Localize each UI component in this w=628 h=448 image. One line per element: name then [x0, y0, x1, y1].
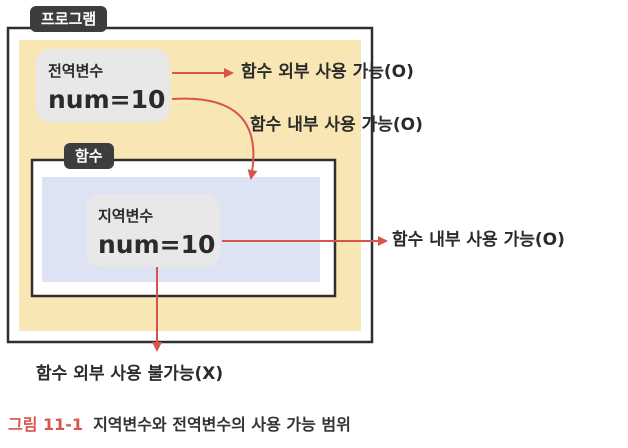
local-variable-value: num=10: [98, 230, 216, 259]
label-local-outside: 함수 외부 사용 불가능(X): [36, 364, 224, 384]
function-tag: 함수: [64, 143, 114, 169]
global-variable-title: 전역변수: [48, 62, 104, 80]
figure-number: 그림 11-1: [8, 415, 84, 434]
label-global-outside: 함수 외부 사용 가능(O): [241, 62, 414, 82]
figure-caption: 그림 11-1 지역변수와 전역변수의 사용 가능 범위: [8, 417, 351, 433]
local-variable-title: 지역변수: [98, 207, 154, 225]
global-variable-box: 전역변수 num=10: [36, 49, 170, 122]
global-variable-value: num=10: [48, 85, 166, 114]
local-variable-box: 지역변수 num=10: [86, 194, 220, 267]
label-global-inside: 함수 내부 사용 가능(O): [250, 115, 423, 135]
arrow-global-inside: [171, 97, 258, 180]
figure-caption-text: 지역변수와 전역변수의 사용 가능 범위: [93, 415, 351, 434]
program-tag: 프로그램: [30, 6, 108, 32]
label-local-inside: 함수 내부 사용 가능(O): [392, 230, 565, 250]
